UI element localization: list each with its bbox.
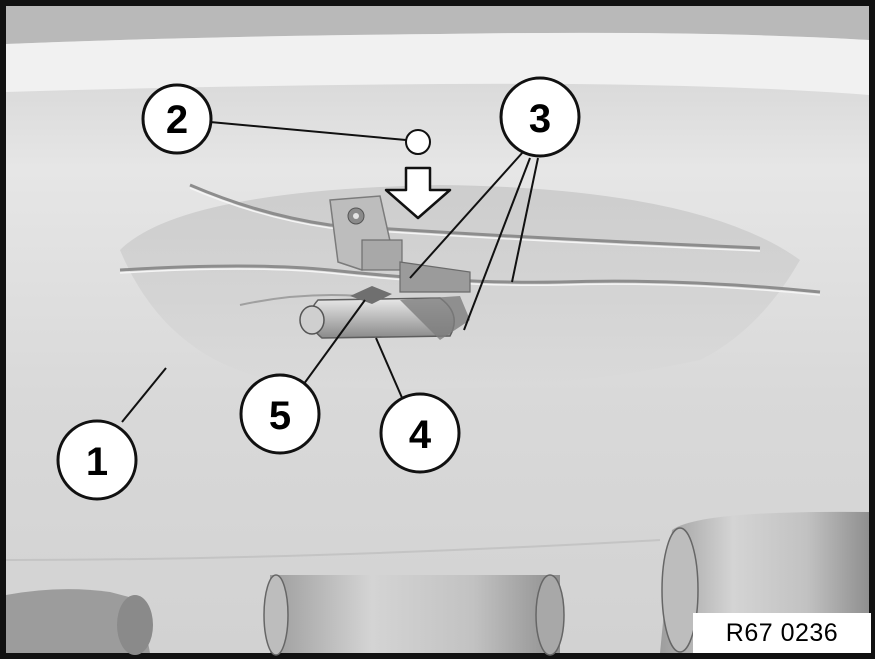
figure-reference-code: R67 0236 bbox=[693, 613, 871, 653]
cable-line bbox=[239, 294, 361, 306]
leader-line-4 bbox=[375, 337, 404, 401]
callout-5: 5 bbox=[239, 373, 321, 455]
leader-lines bbox=[121, 121, 539, 423]
callout-2-label: 2 bbox=[166, 98, 188, 142]
panel-top-edge bbox=[6, 6, 869, 44]
leader-line-3a bbox=[409, 151, 524, 279]
leader-line-2 bbox=[209, 121, 407, 141]
drive-motor bbox=[299, 286, 470, 340]
callout-3: 3 bbox=[499, 76, 581, 158]
down-arrow-icon bbox=[384, 166, 452, 220]
leader-line-5 bbox=[297, 299, 366, 393]
callout-3-label: 3 bbox=[529, 97, 551, 141]
callout-4-label: 4 bbox=[409, 413, 432, 457]
callout-1: 1 bbox=[56, 419, 138, 501]
callout-4: 4 bbox=[379, 392, 461, 474]
callout-1-label: 1 bbox=[86, 440, 108, 484]
callout-5-label: 5 bbox=[269, 394, 291, 438]
latch-mechanism bbox=[329, 195, 471, 293]
bottom-component-center bbox=[263, 574, 565, 656]
leader-line-1 bbox=[121, 367, 167, 423]
panel-top-highlight bbox=[6, 32, 869, 95]
leader-line-3b bbox=[463, 157, 531, 331]
leader-line-3c bbox=[511, 157, 539, 283]
bottom-component-left bbox=[6, 589, 153, 655]
lower-panel-edge bbox=[5, 539, 661, 561]
mounting-hole bbox=[405, 129, 431, 155]
callout-2: 2 bbox=[141, 83, 213, 155]
